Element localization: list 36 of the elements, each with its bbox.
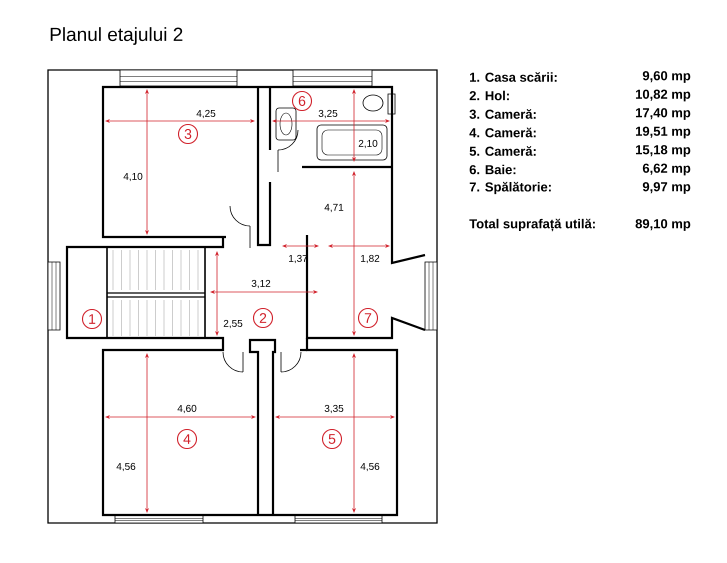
area-value: 6,62 mp [642,164,690,176]
room-number: 5 [322,428,342,450]
room-number: 1 [82,308,102,330]
area-name: 4. Cameră: [469,128,536,138]
room-number: 6 [292,90,312,112]
dimension-label: 4,10 [124,172,142,182]
dimension-label: 3,12 [252,280,270,288]
room-number: 3 [178,124,198,144]
area-name: 7. Spălătorie: [470,182,551,194]
area-name: Total suprafață utilă: [469,218,595,232]
room-number: 2 [252,308,274,328]
area-value: 9,60 mp [642,71,690,83]
dimension-label: 1,82 [361,254,380,264]
area-name: 6. Baie: [470,164,516,174]
area-value: 15,18 mp [636,145,690,157]
dimension-label: 2,10 [358,140,378,148]
area-name: 1. Casa scării: [470,72,557,82]
room-number: 7 [358,308,378,328]
dimension-label: 4,56 [116,462,136,472]
dimension-label: 4,56 [360,462,380,472]
area-value: 89,10 mp [636,219,690,231]
area-name: 2. Hol: [470,90,509,100]
dimension-label: 3,25 [318,110,338,118]
area-value: 17,40 mp [636,108,690,120]
area-name: 3. Cameră: [470,109,536,119]
area-name: 5. Cameră: [470,146,536,156]
area-value: 10,82 mp [636,90,690,102]
dimension-label: 4,60 [178,404,196,414]
area-value: 19,51 mp [636,126,690,138]
title: Planul etajului 2 [50,27,182,45]
dimension-label: 4,25 [196,110,216,118]
dimension-label: 4,71 [324,204,344,212]
area-value: 9,97 mp [642,182,690,194]
room-number: 4 [176,428,198,450]
dimension-label: 2,55 [224,320,242,328]
dimension-label: 3,35 [324,404,344,414]
